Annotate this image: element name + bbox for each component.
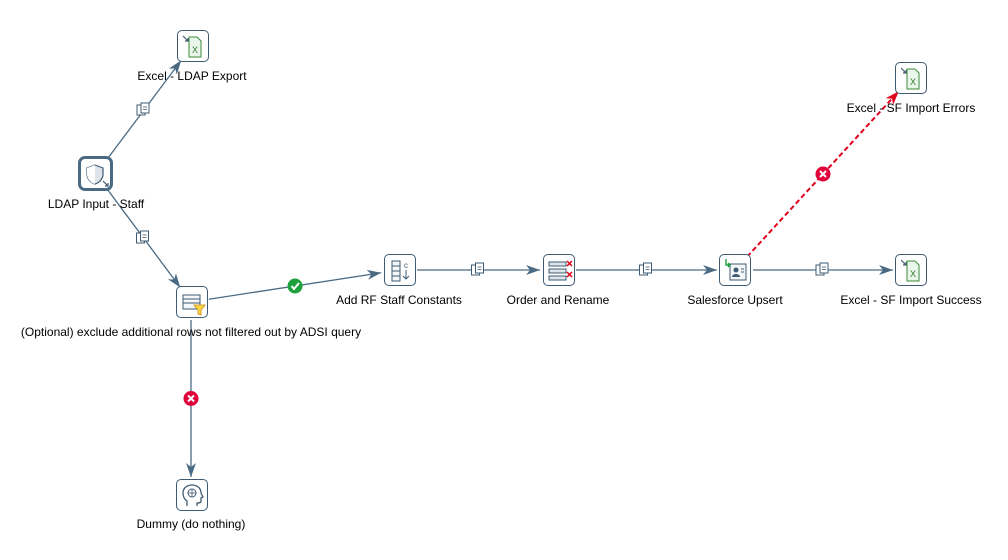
hop-arrowhead (526, 265, 540, 275)
hop-arrowhead (168, 60, 182, 75)
excel-output-icon: X (900, 67, 920, 90)
hop-arrowhead (703, 265, 717, 275)
step-label-order-and-rename: Order and Rename (506, 293, 610, 307)
hop-arrowhead (186, 463, 196, 477)
hop-arrowhead (366, 269, 382, 280)
dummy-head-icon (182, 484, 204, 506)
copy-rows-icon (136, 102, 150, 116)
step-label-salesforce-upsert: Salesforce Upsert (687, 293, 783, 307)
svg-text:X: X (910, 77, 916, 87)
ldap-shield-icon (86, 164, 109, 187)
svg-text:X: X (192, 45, 198, 55)
step-label-filter-rows: (Optional) exclude additional rows not f… (20, 325, 362, 339)
step-label-dummy: Dummy (do nothing) (136, 517, 246, 531)
false-x-icon[interactable] (183, 391, 199, 406)
step-add-rf-staff-constants[interactable]: c (384, 254, 416, 286)
copy-rows-icon (136, 230, 149, 244)
hop-arrowhead (885, 91, 899, 105)
hop-arrowhead (167, 273, 181, 288)
step-ldap-input-staff[interactable] (78, 156, 113, 191)
select-values-icon (548, 260, 573, 281)
step-label-excel-sf-import-success: Excel - SF Import Success (840, 293, 982, 307)
svg-text:X: X (910, 269, 916, 279)
excel-output-icon: X (182, 35, 202, 58)
step-salesforce-upsert[interactable] (719, 254, 751, 286)
step-label-ldap-input-staff: LDAP Input - Staff (47, 197, 145, 211)
hop-arrowhead (879, 265, 893, 275)
step-filter-rows[interactable] (176, 286, 208, 318)
step-label-excel-sf-import-errors: Excel - SF Import Errors (846, 101, 976, 115)
step-label-excel-ldap-export: Excel - LDAP Export (137, 69, 247, 83)
step-order-and-rename[interactable] (543, 254, 575, 286)
step-excel-sf-import-errors[interactable]: X (895, 62, 927, 94)
copy-rows-icon (815, 262, 829, 276)
step-label-add-rf-staff-constants: Add RF Staff Constants (336, 293, 462, 307)
true-check-icon[interactable] (287, 278, 303, 294)
excel-output-icon: X (900, 259, 920, 282)
error-hop-icon[interactable] (815, 166, 831, 182)
step-dummy[interactable] (176, 479, 208, 511)
svg-text:c: c (404, 261, 408, 270)
copy-rows-icon (639, 262, 652, 276)
add-constants-icon: c (391, 260, 410, 282)
step-excel-ldap-export[interactable]: X (177, 30, 209, 62)
copy-rows-icon (471, 262, 484, 276)
salesforce-upsert-icon (725, 259, 747, 281)
step-excel-sf-import-success[interactable]: X (895, 254, 927, 286)
filter-rows-icon (182, 294, 206, 316)
